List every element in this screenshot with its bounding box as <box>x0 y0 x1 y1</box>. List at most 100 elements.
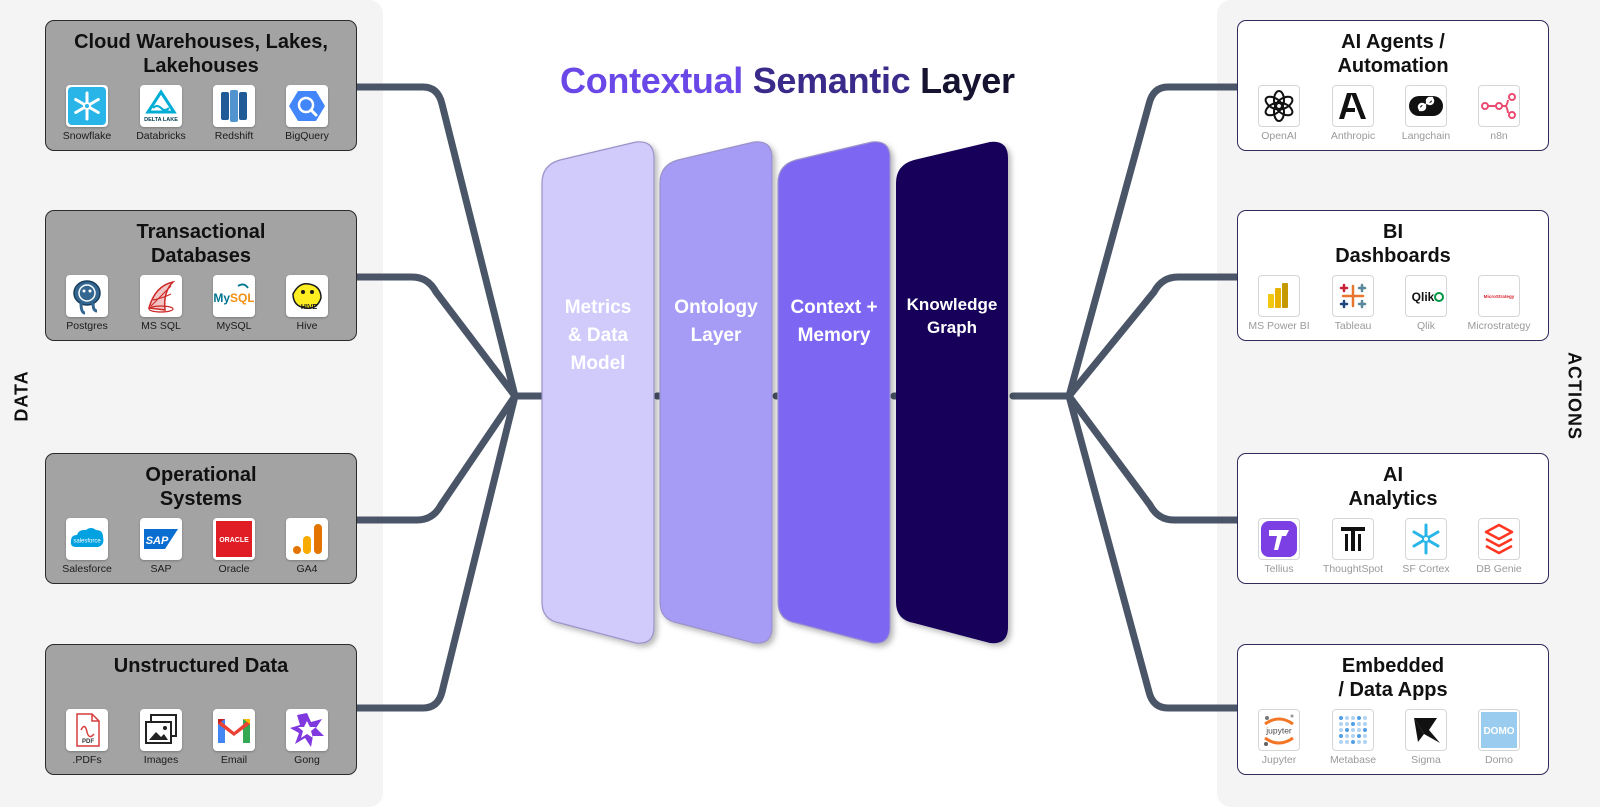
integration-item: Tellius <box>1242 518 1316 576</box>
layer-panel-shape <box>659 141 773 644</box>
group-title: AI Agents / Automation <box>1337 31 1449 77</box>
integration-item: MS Power BI <box>1242 275 1316 333</box>
layer-label: Context +Memory <box>790 297 877 346</box>
group-title: AI Analytics <box>1348 464 1438 510</box>
integration-item: SAP SAP <box>124 518 198 576</box>
tellius-icon <box>1258 518 1300 560</box>
images-icon <box>140 709 182 751</box>
integration-item: Postgres <box>50 275 124 333</box>
connector-left-4 <box>353 392 519 712</box>
sigma-icon <box>1405 709 1447 751</box>
ga4-icon <box>286 518 328 560</box>
integration-label: Microstrategy <box>1467 320 1531 332</box>
integration-label: Postgres <box>66 320 108 332</box>
integration-item: Gong <box>270 709 344 767</box>
connector-left-2 <box>353 273 519 400</box>
postgres-icon <box>66 275 108 317</box>
title-part-semantic: Semantic <box>752 60 911 101</box>
mssql-icon <box>140 275 182 317</box>
thoughtspot-icon <box>1332 518 1374 560</box>
integration-item: Redshift <box>197 85 271 143</box>
integration-label: BigQuery <box>285 130 329 142</box>
integration-item: DELTA LAKE Databricks <box>124 85 198 143</box>
n8n-icon <box>1478 85 1520 127</box>
connector-left-3 <box>353 392 519 524</box>
integration-item: MS SQL <box>124 275 198 333</box>
integration-item: Metabase <box>1316 709 1390 767</box>
integration-label: Qlik <box>1416 320 1436 332</box>
integration-item: OpenAI <box>1242 85 1316 143</box>
integration-item: Snowflake <box>50 85 124 143</box>
sf-cortex-icon <box>1405 518 1447 560</box>
group-title: Unstructured Data <box>113 655 289 677</box>
integration-label: MS Power BI <box>1248 320 1310 332</box>
integration-item: DB Genie <box>1462 518 1536 576</box>
delta-lake-icon: DELTA LAKE <box>140 85 182 127</box>
title-part-contextual: Contextual <box>560 60 744 101</box>
title-part-layer: Layer <box>920 60 1015 101</box>
svg-text:HIVE: HIVE <box>301 304 318 311</box>
integration-label: Jupyter <box>1261 754 1297 766</box>
svg-text:DOMO: DOMO <box>1483 726 1514 737</box>
integration-item: Sigma <box>1389 709 1463 767</box>
integration-label: Databricks <box>136 130 186 142</box>
salesforce-icon: salesforce <box>66 518 108 560</box>
svg-text:SAP: SAP <box>146 535 169 547</box>
integration-label: GA4 <box>296 563 318 575</box>
pdf-icon: PDF <box>66 709 108 751</box>
integration-item: Tableau <box>1316 275 1390 333</box>
gong-icon <box>286 709 328 751</box>
svg-text:DELTA LAKE: DELTA LAKE <box>144 117 178 123</box>
connector-right-4 <box>1065 392 1241 712</box>
openai-icon <box>1258 85 1300 127</box>
semantic-layer-panel: Context +Memory <box>777 141 891 644</box>
connector-right-2 <box>1065 273 1241 400</box>
gmail-icon <box>213 709 255 751</box>
group-title: Embedded / Data Apps <box>1338 655 1448 701</box>
integration-label: MS SQL <box>141 320 181 332</box>
metabase-icon <box>1332 709 1374 751</box>
svg-text:MicroStrategy: MicroStrategy <box>1484 294 1515 299</box>
integration-label: ThoughtSpot <box>1322 563 1384 575</box>
db-genie-icon <box>1478 518 1520 560</box>
sap-icon: SAP <box>140 518 182 560</box>
integration-item: ThoughtSpot <box>1316 518 1390 576</box>
integration-label: SAP <box>150 563 172 575</box>
oracle-icon: ORACLE <box>213 518 255 560</box>
integration-item: Images <box>124 709 198 767</box>
integration-item: SF Cortex <box>1389 518 1463 576</box>
integration-label: Snowflake <box>62 130 112 142</box>
connector-right-1 <box>1065 83 1241 400</box>
group-title: Operational Systems <box>145 464 257 510</box>
qlik-icon: Qlik <box>1405 275 1447 317</box>
integration-item: PDF.PDFs <box>50 709 124 767</box>
integration-label: Anthropic <box>1330 130 1376 142</box>
integration-label: Oracle <box>218 563 250 575</box>
group-title: Cloud Warehouses, Lakes, Lakehouses <box>74 31 328 77</box>
integration-item: ORACLE Oracle <box>197 518 271 576</box>
integration-label: SF Cortex <box>1402 563 1450 575</box>
integration-item: GA4 <box>270 518 344 576</box>
integration-item: Email <box>197 709 271 767</box>
integration-item: n8n <box>1462 85 1536 143</box>
connector-right-3 <box>1065 392 1241 524</box>
integration-label: n8n <box>1490 130 1508 142</box>
